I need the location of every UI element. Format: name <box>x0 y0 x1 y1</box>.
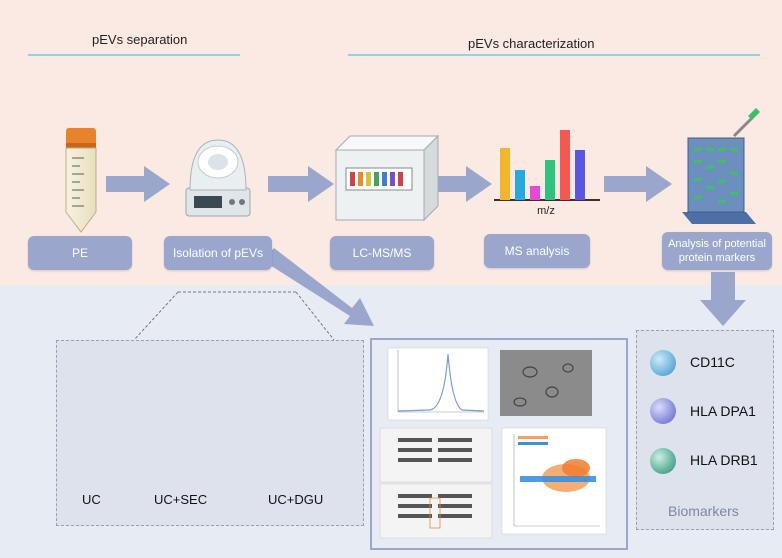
biomarker-hla-drb1: HLA DRB1 <box>690 452 758 468</box>
biomarker-cd11c: CD11C <box>690 354 735 370</box>
arrow-pe-to-isolation <box>106 166 170 202</box>
step-lcms: LC-MS/MS <box>330 236 434 270</box>
arrow-markers-to-biomarkers <box>700 272 746 326</box>
results-figures <box>379 347 607 539</box>
biomarkers-title: Biomarkers <box>668 503 739 519</box>
separation-underline <box>28 54 240 56</box>
characterization-title: pEVs characterization <box>468 36 595 51</box>
ms-bar-chart-icon <box>494 130 600 201</box>
centrifuge-icon <box>185 139 251 217</box>
gel-blot-icon <box>682 108 760 224</box>
biomarker-dot-cd11c <box>650 350 676 376</box>
mass-spectrometer-icon <box>334 134 440 222</box>
separation-title: pEVs separation <box>92 32 188 47</box>
isolation-zoom-lines <box>133 291 335 341</box>
characterization-results-panel <box>370 338 628 550</box>
step-isolation: Isolation of pEVs <box>164 236 272 270</box>
method-label-uc-sec: UC+SEC <box>154 492 208 507</box>
biomarker-hla-dpa1: HLA DPA1 <box>690 403 756 419</box>
arrow-isolation-to-lcms <box>268 166 334 202</box>
biomarkers-panel <box>636 330 774 530</box>
method-label-uc-dgu: UC+DGU <box>268 492 324 507</box>
characterization-underline <box>348 54 760 56</box>
arrow-isolation-to-results <box>262 248 374 326</box>
ms-axis-label: m/z <box>537 205 555 217</box>
biomarker-dot-hla-drb1 <box>650 448 676 474</box>
separation-methods-panel <box>56 340 364 526</box>
biomarker-dot-hla-dpa1 <box>650 398 676 424</box>
arrow-ms-to-markers <box>604 166 672 202</box>
method-label-uc: UC <box>82 492 101 507</box>
arrow-lcms-to-ms <box>430 166 492 202</box>
conical-tube-icon <box>65 128 97 233</box>
step-ms-analysis: MS analysis <box>484 234 590 268</box>
step-pe: PE <box>28 236 132 270</box>
step-marker-analysis: Analysis of potential protein markers <box>662 232 772 270</box>
